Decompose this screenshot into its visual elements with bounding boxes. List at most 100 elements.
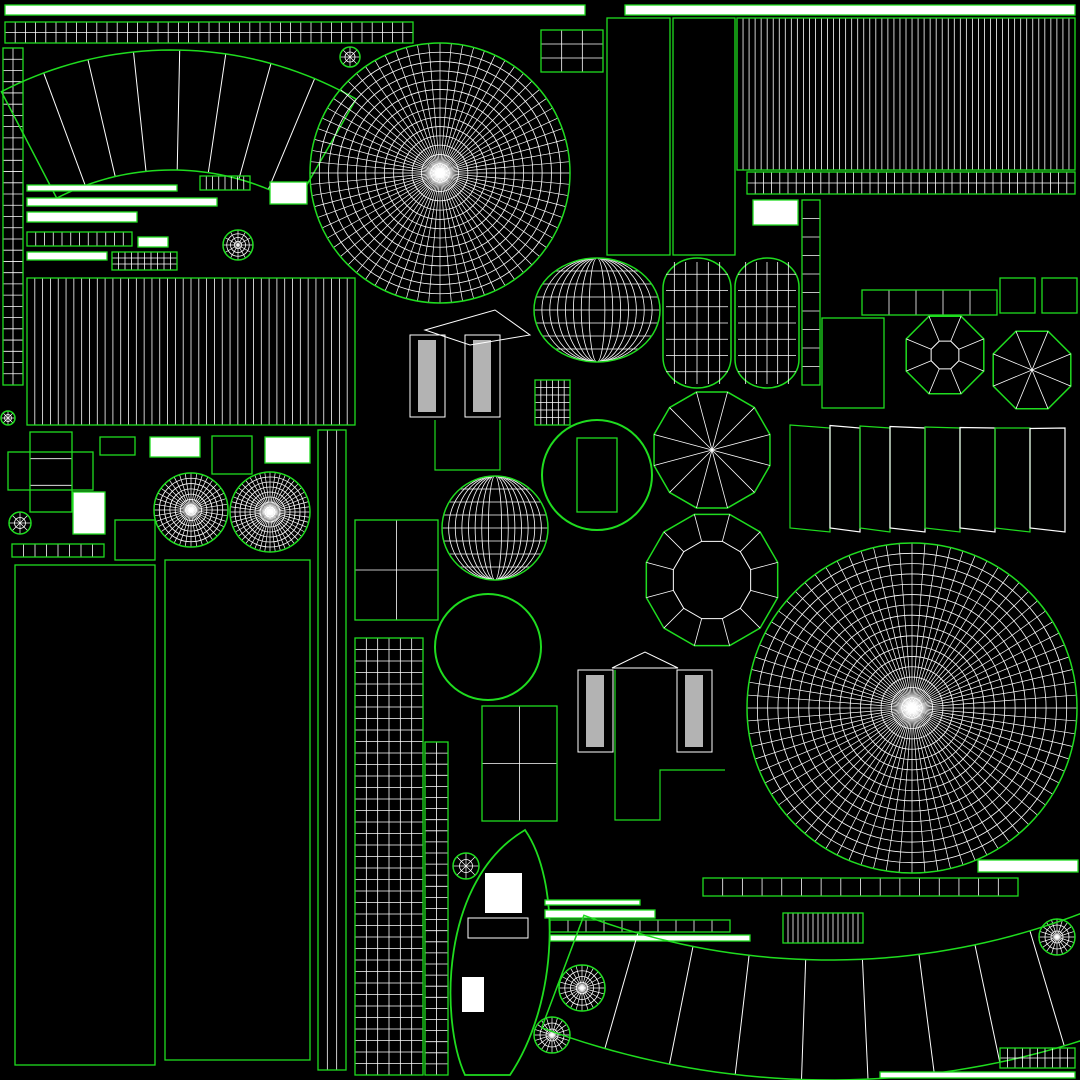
disc-spoke [190, 509, 198, 547]
polygon-spoke [906, 338, 932, 350]
disc-spoke [190, 498, 227, 511]
polygon-spoke [1031, 331, 1049, 371]
small-box [149, 436, 201, 458]
disc-spoke [911, 644, 1065, 709]
disc-spoke [190, 492, 225, 511]
rect-edge [164, 559, 311, 1061]
disc-spoke [764, 632, 913, 709]
disc-spoke [11, 514, 21, 524]
polygon-spoke [993, 353, 1033, 371]
rect-edge [7, 451, 94, 491]
disc-spoke [439, 44, 463, 174]
disc-spoke [314, 139, 441, 174]
disc-spoke [751, 669, 913, 709]
disc-spoke [456, 865, 467, 876]
polygon-spoke [1015, 331, 1033, 371]
disc-spoke [269, 511, 309, 523]
rect-fill [150, 437, 200, 457]
octagon-fan [992, 330, 1072, 410]
small-bar [26, 184, 178, 192]
disc-spoke [317, 128, 441, 174]
disc-spoke [224, 237, 239, 246]
disc-spoke [237, 237, 252, 246]
disc-spoke [581, 965, 589, 989]
disc-spoke [157, 509, 192, 528]
disc-spoke [795, 591, 913, 709]
disc-spoke [365, 172, 441, 280]
disc-spoke [911, 707, 1077, 722]
disc-spoke [751, 707, 913, 747]
disc-edge [746, 542, 1078, 874]
disc-spoke [245, 511, 271, 544]
disc-spoke [581, 971, 599, 989]
small-box [752, 199, 799, 226]
large-panel-b [164, 559, 311, 1061]
truss-frame [614, 670, 725, 821]
disc-spoke [1042, 936, 1058, 948]
leaf-box [467, 917, 529, 939]
rect-edge [544, 899, 641, 906]
disc-spoke [911, 707, 1065, 772]
rect-edge [149, 436, 201, 458]
disc-spoke [374, 60, 441, 174]
small-box [269, 181, 308, 205]
grid-column-left [2, 47, 24, 386]
strip-segment [974, 944, 1001, 1063]
grid-panel-a [354, 637, 424, 1076]
disc-spoke [310, 161, 441, 174]
disc-spoke [581, 987, 589, 1011]
grid-bar-bottom [702, 877, 1019, 897]
comb-piece [782, 912, 864, 944]
disc-spoke [551, 1029, 570, 1036]
small-bar [544, 899, 641, 906]
column-right [801, 199, 821, 386]
disc-spoke [190, 487, 222, 511]
disc-spoke [911, 707, 1029, 825]
disc-spoke [1039, 931, 1058, 938]
disc-spoke [235, 491, 271, 513]
disc-spoke [155, 509, 192, 522]
disc-small-b [229, 471, 311, 553]
disc-spoke [581, 987, 594, 1009]
top-bar-right [624, 4, 1076, 16]
disc-spoke [157, 492, 192, 511]
strip-segment [1029, 930, 1065, 1046]
strip-panel [959, 426, 996, 533]
disc-spoke [439, 172, 566, 207]
disc-spoke [269, 511, 305, 533]
rect-edge [26, 184, 178, 192]
small-box [211, 435, 253, 475]
rect-edge [264, 436, 311, 464]
polygon-spoke [928, 316, 940, 342]
disc-spoke [1056, 931, 1075, 938]
polygon-spoke [1031, 369, 1049, 409]
strip-segment [604, 932, 639, 1049]
small-bar [111, 251, 178, 271]
polygon-spoke [696, 391, 713, 451]
disc-spoke [911, 669, 1073, 709]
disc-spoke [395, 50, 441, 174]
rect-fill [27, 185, 177, 191]
disc-spoke [836, 560, 913, 709]
disc-spoke [1042, 926, 1058, 938]
disc-spoke [168, 479, 192, 511]
rect-edge [549, 934, 751, 942]
box-unfolded [540, 29, 604, 73]
disc-spoke [322, 117, 441, 174]
disc-spoke [269, 511, 302, 537]
disc-spoke [575, 987, 583, 1011]
polygon-spoke [711, 391, 728, 451]
polygon-spoke [993, 369, 1033, 387]
disc-spoke [754, 656, 913, 709]
small-bar [977, 859, 1079, 873]
disc-spoke [310, 172, 441, 185]
disc-spoke [581, 967, 594, 989]
rect-edge [624, 4, 1076, 16]
rect-edge [26, 231, 133, 247]
rect-edge [1041, 277, 1078, 314]
disc-spoke [327, 172, 441, 239]
disc-spoke [269, 511, 295, 544]
strip-segment [207, 53, 227, 173]
disc-spoke [911, 707, 1070, 760]
disc-spoke [269, 511, 310, 518]
